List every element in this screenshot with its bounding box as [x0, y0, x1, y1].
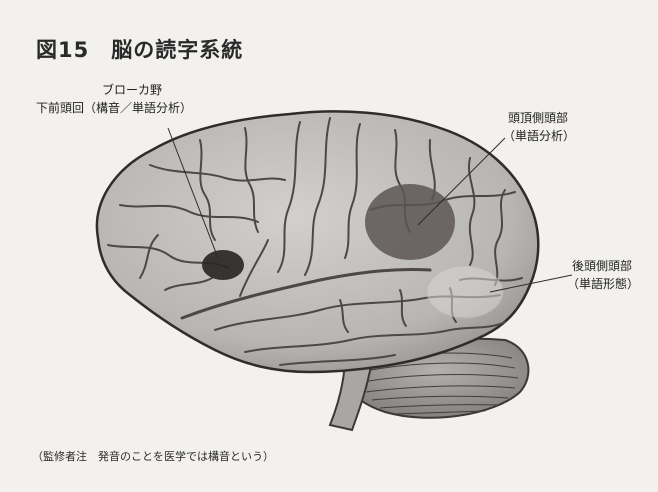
occipital-label: 後頭側頭部	[572, 258, 632, 274]
parietal-sublabel: （単語分析）	[503, 128, 575, 144]
cerebrum	[97, 111, 538, 372]
broca-sublabel: 下前頭回（構音／単語分析）	[36, 100, 192, 116]
occipital-sublabel: （単語形態）	[567, 276, 639, 292]
broca-label: ブローカ野	[102, 82, 162, 98]
parietal-temporal-region	[365, 184, 455, 260]
footnote: （監修者注 発音のことを医学では構音という）	[32, 448, 274, 464]
parietal-label: 頭頂側頭部	[508, 110, 568, 126]
broca-region	[202, 250, 244, 280]
